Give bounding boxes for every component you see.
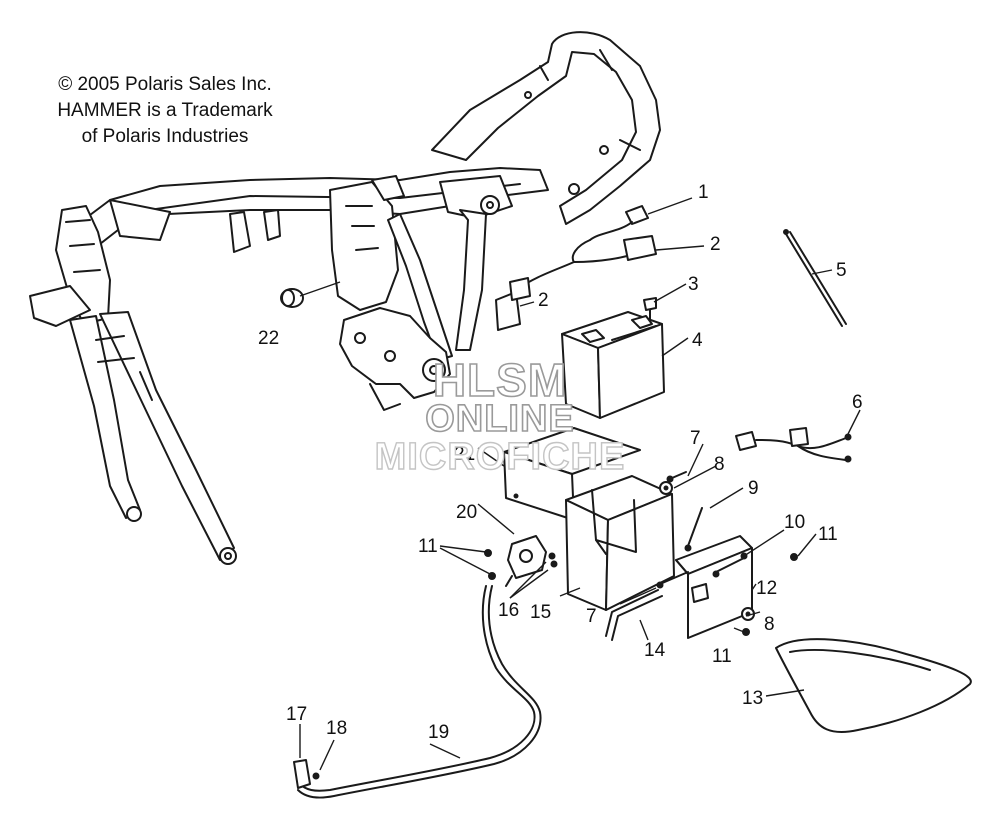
callout-18: 18 [326,718,347,739]
callout-8-lower: 8 [764,614,775,635]
part-11-nut-a [484,549,492,557]
part-11-nut-b [488,572,496,580]
copyright-line-2: HAMMER is a Trademark [57,100,273,121]
callout-13: 13 [742,688,763,709]
part-6-wire-harness [735,427,852,463]
part-22-grommet [280,288,304,308]
part-4-battery [561,311,665,419]
part-1-terminal [589,205,649,241]
callout-4: 4 [692,330,703,351]
callout-11-bottom: 11 [712,646,732,667]
part-16-nut-b [550,560,558,568]
callout-17: 17 [286,704,307,725]
part-3-screw [643,297,657,321]
callout-22: 22 [258,328,279,349]
copyright-line-3: of Polaris Industries [81,126,249,147]
callout-9: 9 [748,478,759,499]
part-14-strap [605,589,663,641]
callout-7-upper: 7 [690,428,701,449]
callout-5: 5 [836,260,847,281]
callout-19: 19 [428,722,449,743]
callout-21: 21 [454,444,475,465]
part-5-cable-tie [783,229,847,327]
callout-16: 16 [498,600,519,621]
callout-14: 14 [644,640,666,661]
part-11-nut-c [790,553,798,561]
callout-10: 10 [784,512,805,533]
part-2-battery-cables [495,235,657,331]
callout-8-upper: 8 [714,454,725,475]
leader-lines [299,197,861,771]
part-16-nut-a [548,552,556,560]
part-9-bolt [687,507,703,547]
copyright-notice: © 2005 Polaris Sales Inc. HAMMER is a Tr… [20,72,310,150]
part-12-bracket [675,535,753,639]
part-19-vent-hose [297,585,542,799]
callout-12: 12 [756,578,777,599]
callout-15: 15 [530,602,551,623]
part-20-relay [505,535,547,587]
part-7-bolt-b [659,571,689,585]
callout-3: 3 [688,274,699,295]
callout-1: 1 [698,182,709,203]
part-10-screw [715,557,745,573]
part-21-pad [503,427,641,521]
callout-7-lower: 7 [586,606,597,627]
frame-center-tower [329,181,399,311]
part-7-bolt-a [671,471,687,479]
part-15-battery-box [565,475,675,611]
callout-11-right: 11 [818,524,838,545]
copyright-line-1: © 2005 Polaris Sales Inc. [58,74,272,95]
callout-2-upper: 2 [710,234,721,255]
frame-rear-loop [431,31,661,225]
part-13-side-cover [775,638,972,733]
callout-numbers: 1 2 2 3 4 5 6 7 7 8 8 9 10 11 11 11 12 1… [258,182,863,743]
part-18-plug [312,772,320,780]
callout-11-left: 11 [418,536,438,557]
frame-fork-right [99,311,235,561]
part-17-elbow [293,759,311,789]
callout-2-lower: 2 [538,290,549,311]
callout-6: 6 [852,392,863,413]
motorcycle-frame [29,31,661,565]
callout-20: 20 [456,502,477,523]
